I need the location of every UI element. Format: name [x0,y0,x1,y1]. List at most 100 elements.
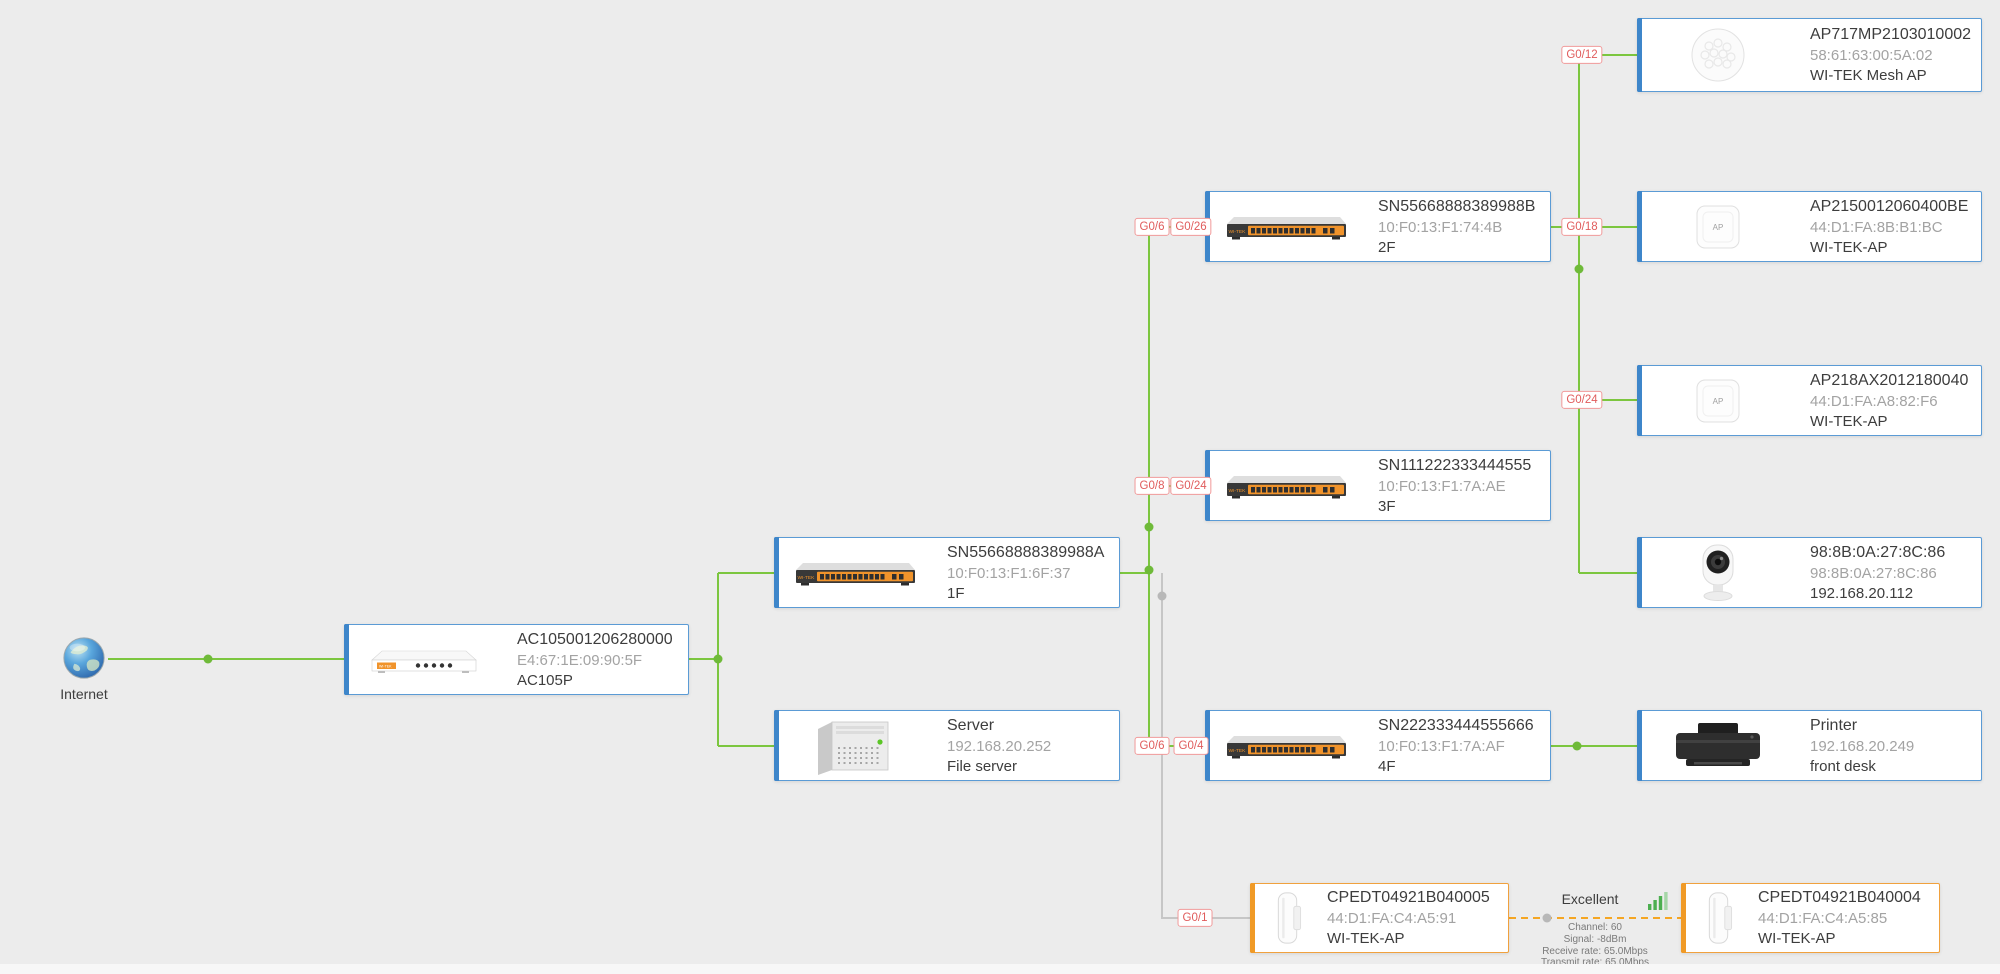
device-detail: WI-TEK-AP [1758,930,1836,947]
device-card-printer[interactable]: Printer 192.168.20.249 front desk [1637,710,1982,781]
port-badge-g0-6-2f: G0/6 [1134,217,1170,237]
switch-device-image [1211,711,1361,780]
device-serial: Server [947,716,995,734]
device-text: AP717MP2103010002 58:61:63:00:5A:02 WI-T… [1810,19,1975,91]
device-serial: AC105001206280000 [517,630,673,648]
junction-dot [713,654,723,664]
card-accent-bar [1637,18,1642,92]
device-card-cpe-040005[interactable]: CPEDT04921B040005 44:D1:FA:C4:A5:91 WI-T… [1250,883,1509,953]
device-serial: AP2150012060400BE [1810,197,1969,215]
card-accent-bar [774,710,779,781]
device-text: Printer 192.168.20.249 front desk [1810,711,1975,780]
card-accent-bar [1637,537,1642,608]
device-detail: AC105P [517,671,573,689]
port-badge-g0-6-4f: G0/6 [1134,736,1170,756]
device-card-file-server[interactable]: Server 192.168.20.252 File server [774,710,1120,781]
device-detail: 1F [947,584,965,602]
device-card-ac[interactable]: AC105001206280000 E4:67:1E:09:90:5F AC10… [344,624,689,695]
device-text: 98:8B:0A:27:8C:86 98:8B:0A:27:8C:86 192.… [1810,538,1975,607]
device-detail: 2F [1378,238,1396,256]
switch-device-image [1211,451,1361,520]
device-serial: 98:8B:0A:27:8C:86 [1810,543,1946,561]
device-card-switch-3f[interactable]: SN111222333444555 10:F0:13:F1:7A:AE 3F [1205,450,1551,521]
device-mac: 44:D1:FA:C4:A5:91 [1327,910,1457,927]
card-accent-bar [1250,883,1255,953]
device-serial: CPEDT04921B040004 [1758,889,1921,906]
device-card-camera[interactable]: 98:8B:0A:27:8C:86 98:8B:0A:27:8C:86 192.… [1637,537,1982,608]
camera-device-image [1643,538,1793,607]
junction-dot [1144,565,1154,575]
device-ip: 192.168.20.112 [1810,584,1914,602]
port-badge-g0-12: G0/12 [1561,45,1603,65]
device-card-switch-2f[interactable]: SN55668888389988B 10:F0:13:F1:74:4B 2F [1205,191,1551,262]
junction-dot-gray [1157,591,1167,601]
server-device-image [780,711,930,780]
switch-device-image [1211,192,1361,261]
mesh-ap-device-image [1643,19,1793,91]
device-text: SN55668888389988B 10:F0:13:F1:74:4B 2F [1378,192,1544,261]
device-ip: 192.168.20.249 [1810,737,1915,755]
card-accent-bar [774,537,779,608]
device-detail: 3F [1378,497,1396,515]
port-badge-g0-18: G0/18 [1561,217,1603,237]
port-badge-g0-8: G0/8 [1134,476,1170,496]
device-text: Server 192.168.20.252 File server [947,711,1113,780]
device-mac: 10:F0:13:F1:7A:AE [1378,477,1506,495]
device-mac: 98:8B:0A:27:8C:86 [1810,564,1937,582]
device-detail: WI-TEK-AP [1327,930,1405,947]
card-accent-bar [1637,191,1642,262]
device-mac: 44:D1:FA:8B:B1:BC [1810,218,1943,236]
device-serial: SN222333444555666 [1378,716,1534,734]
device-text: CPEDT04921B040005 44:D1:FA:C4:A5:91 WI-T… [1327,884,1502,952]
signal-bars-icon [1648,892,1670,910]
device-card-cpe-040004[interactable]: CPEDT04921B040004 44:D1:FA:C4:A5:85 WI-T… [1681,883,1940,953]
device-text: CPEDT04921B040004 44:D1:FA:C4:A5:85 WI-T… [1758,884,1933,952]
router-device-image [350,625,500,694]
horizontal-scrollbar[interactable] [0,964,2000,974]
device-detail: front desk [1810,757,1876,775]
link-ac-branches [689,572,774,747]
device-mac: 10:F0:13:F1:6F:37 [947,564,1071,582]
wireless-channel: Channel: 60 [1568,922,1622,933]
junction-dot [1574,264,1584,274]
device-card-mesh-ap[interactable]: AP717MP2103010002 58:61:63:00:5A:02 WI-T… [1637,18,1982,92]
device-card-ap218[interactable]: AP218AX2012180040 44:D1:FA:A8:82:F6 WI-T… [1637,365,1982,436]
wireless-receive-rate: Receive rate: 65.0Mbps [1542,945,1648,957]
port-badge-g0-1: G0/1 [1177,908,1213,928]
link-cpe-uplink [1161,573,1250,919]
device-detail: WI-TEK-AP [1810,412,1888,430]
port-badge-g0-24-3f: G0/24 [1170,476,1212,496]
card-accent-bar [1637,710,1642,781]
wireless-link-stats: Channel: 60 Signal: -8dBm Receive rate: … [1520,922,1670,969]
device-detail: WI-TEK-AP [1810,238,1888,256]
device-card-ap215[interactable]: AP2150012060400BE 44:D1:FA:8B:B1:BC WI-T… [1637,191,1982,262]
device-detail: 4F [1378,757,1396,775]
device-text: AC105001206280000 E4:67:1E:09:90:5F AC10… [517,625,682,694]
port-badge-g0-24-ap: G0/24 [1561,390,1603,410]
junction-dot [203,654,213,664]
device-mac: 10:F0:13:F1:74:4B [1378,218,1503,236]
device-text: AP2150012060400BE 44:D1:FA:8B:B1:BC WI-T… [1810,192,1975,261]
device-ip: 192.168.20.252 [947,737,1052,755]
device-text: AP218AX2012180040 44:D1:FA:A8:82:F6 WI-T… [1810,366,1975,435]
device-card-switch-1f[interactable]: SN55668888389988A 10:F0:13:F1:6F:37 1F [774,537,1120,608]
internet-label: Internet [60,686,108,702]
port-badge-g0-26: G0/26 [1170,217,1212,237]
cpe-device-image [1256,884,1320,952]
ap-device-image [1643,366,1793,435]
device-text: SN222333444555666 10:F0:13:F1:7A:AF 4F [1378,711,1544,780]
device-serial: SN55668888389988B [1378,197,1536,215]
device-detail: File server [947,757,1018,775]
wireless-transmit-rate: Transmit rate: 65.0Mbps [1540,957,1649,969]
link-right-backbone [1551,54,1637,574]
device-serial: SN55668888389988A [947,543,1105,561]
printer-device-image [1643,711,1793,780]
device-detail: WI-TEK Mesh AP [1810,67,1927,84]
device-mac: 44:D1:FA:C4:A5:85 [1758,910,1888,927]
junction-dot [1572,741,1582,751]
internet-node[interactable]: Internet [60,635,108,702]
junction-dot-gray [1542,913,1552,923]
device-serial: CPEDT04921B040005 [1327,889,1490,906]
device-card-switch-4f[interactable]: SN222333444555666 10:F0:13:F1:7A:AF 4F [1205,710,1551,781]
